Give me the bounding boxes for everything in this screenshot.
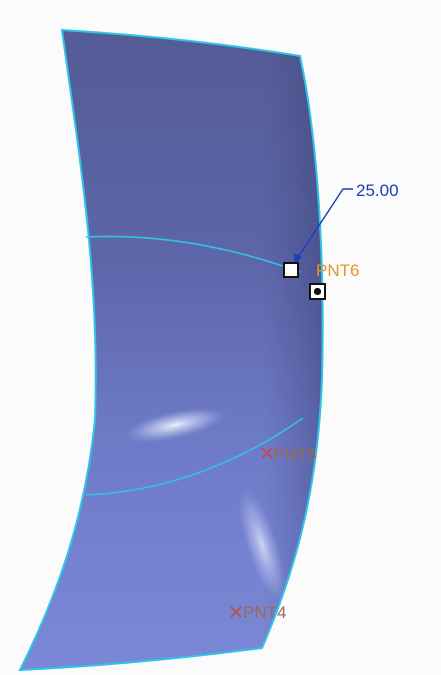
dimension-arrow-icon [294, 253, 302, 264]
surface-outline[interactable] [18, 28, 324, 672]
point-label-pnt4[interactable]: PNT4 [243, 603, 286, 622]
surface-curve-upper[interactable] [85, 235, 301, 273]
surface-curve-lower[interactable] [85, 417, 304, 496]
square-handle-icon[interactable] [283, 262, 299, 278]
point-label-pnt6[interactable]: PNT6 [316, 261, 359, 280]
point-label-pnt5[interactable]: PNT5 [273, 445, 316, 464]
dimension-leader[interactable] [294, 188, 353, 263]
surface-highlight [124, 407, 226, 443]
dimension-value[interactable]: 25.00 [356, 181, 399, 200]
surface-highlight [238, 487, 286, 603]
x-cross-icon[interactable] [261, 447, 273, 459]
x-cross-icon[interactable] [230, 606, 242, 618]
point-handle-dot [313, 287, 322, 296]
